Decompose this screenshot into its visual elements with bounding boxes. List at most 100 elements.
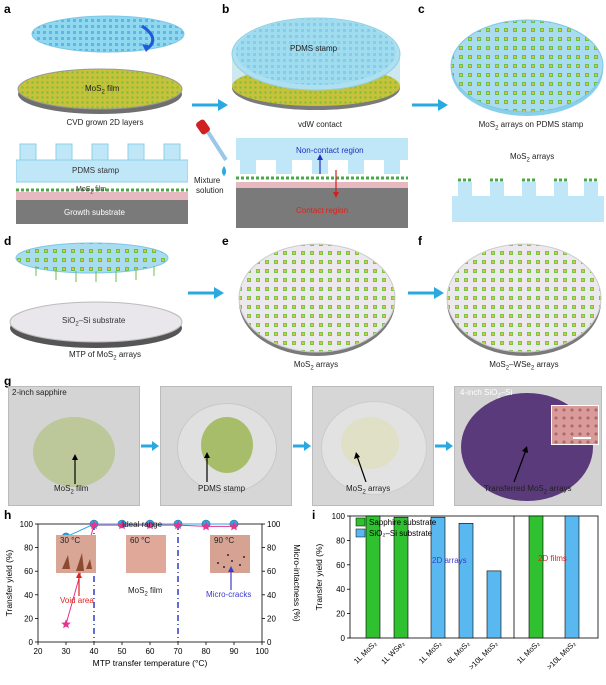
panel-label-e: e bbox=[222, 234, 229, 248]
bar bbox=[486, 570, 502, 639]
panel-b-illustration bbox=[231, 17, 401, 110]
arrow-a-to-b bbox=[192, 99, 228, 111]
series-point-star bbox=[145, 520, 155, 530]
micro-cracks-pointer bbox=[228, 566, 234, 590]
x-tick-label: 70 bbox=[174, 647, 183, 656]
y-tick-label: 20 bbox=[336, 610, 345, 619]
group-label-2d-arrays: 2D arrays bbox=[432, 556, 467, 565]
mixture-label-line2: solution bbox=[196, 186, 224, 195]
plot-frame bbox=[349, 515, 599, 639]
panel-a-stamp-label: PDMS stamp bbox=[95, 4, 143, 13]
y2-tick-label: 80 bbox=[267, 544, 276, 553]
inset-60c bbox=[126, 535, 166, 573]
inset-60c-label: 60 °C bbox=[130, 536, 151, 545]
panel-label-f: f bbox=[418, 234, 422, 248]
bar bbox=[458, 523, 474, 639]
x-tick-label: 1L MoS₂ bbox=[515, 639, 542, 666]
panel-label-i: i bbox=[312, 508, 316, 522]
panel-f-illustration bbox=[446, 243, 602, 356]
photo-pdms-stamp bbox=[160, 386, 292, 506]
panel-d-substrate-label: SiO2–Si substrate bbox=[62, 316, 126, 328]
panel-a-schematic-substrate: Growth substrate bbox=[64, 208, 125, 217]
series-point-star bbox=[89, 520, 99, 530]
x-tick-label: 20 bbox=[34, 647, 43, 656]
x-tick-label: 1L MoS₂ bbox=[352, 639, 379, 666]
panel-b-stamp-label: PDMS stamp bbox=[290, 44, 338, 53]
y2-axis-label: Micro-intactness (%) bbox=[292, 544, 302, 622]
x-tick-label: 40 bbox=[90, 647, 99, 656]
y-tick-label: 100 bbox=[20, 520, 34, 529]
inset-90c bbox=[210, 535, 250, 573]
inset-30c bbox=[56, 535, 96, 573]
panel-c-schematic bbox=[452, 178, 604, 222]
photo1-title: 2-inch sapphire bbox=[12, 388, 67, 397]
arrow-d-to-e bbox=[188, 287, 224, 299]
x-tick-label: 90 bbox=[230, 647, 239, 656]
panel-e-illustration bbox=[238, 243, 396, 356]
micro-cracks-label: Micro-cracks bbox=[206, 590, 252, 599]
series-point-star bbox=[201, 521, 211, 531]
photo2-pointer bbox=[204, 452, 210, 482]
y-axis-label: Transfer yield (%) bbox=[4, 549, 14, 616]
y-tick-label: 60 bbox=[24, 567, 33, 576]
bar bbox=[528, 515, 544, 639]
panel-b-schematic bbox=[236, 138, 408, 228]
y-tick-label: 60 bbox=[336, 561, 345, 570]
photo3-label: MoS2 arrays bbox=[346, 484, 391, 496]
x-tick-label: 100 bbox=[255, 647, 269, 656]
ideal-range-label: Ideal range bbox=[122, 520, 163, 529]
inset-90c-label: 90 °C bbox=[214, 536, 235, 545]
legend-swatch bbox=[355, 528, 366, 538]
y-axis-label: Transfer yield (%) bbox=[314, 543, 324, 610]
series-point-star bbox=[173, 520, 183, 530]
y-tick-label: 80 bbox=[24, 544, 33, 553]
y2-tick-label: 100 bbox=[267, 520, 281, 529]
panel-c-illustration bbox=[450, 19, 604, 116]
photo1-pointer bbox=[72, 454, 78, 484]
x-axis-label: MTP transfer temperature (°C) bbox=[93, 658, 208, 668]
inset-film-label: MoS2 film bbox=[128, 586, 163, 598]
y2-tick-label: 60 bbox=[267, 567, 276, 576]
photo-mos2-arrays-stamp bbox=[312, 386, 434, 506]
panel-c-arrays-label: MoS2 arrays bbox=[510, 152, 555, 164]
legend-swatch bbox=[355, 517, 366, 527]
y-tick-label: 0 bbox=[341, 634, 346, 643]
y-tick-label: 40 bbox=[336, 585, 345, 594]
panel-b-caption: vdW contact bbox=[297, 120, 342, 129]
pipette-icon bbox=[196, 119, 228, 176]
panel-label-b: b bbox=[222, 2, 230, 16]
panel-label-c: c bbox=[418, 2, 425, 16]
bar bbox=[430, 516, 446, 639]
arrow-g1 bbox=[141, 441, 159, 451]
x-tick-label: >10L MoS₂ bbox=[467, 639, 500, 672]
y2-tick-label: 20 bbox=[267, 614, 276, 623]
x-tick-label: 6L MoS₂ bbox=[445, 639, 472, 666]
y-tick-label: 80 bbox=[336, 536, 345, 545]
x-tick-label: 1L MoS₂ bbox=[417, 639, 444, 666]
arrow-g3 bbox=[435, 441, 453, 451]
panel-label-d: d bbox=[4, 234, 12, 248]
x-tick-label: >10L MoS₂ bbox=[545, 639, 578, 672]
panel-label-h: h bbox=[4, 508, 12, 522]
noncontact-region-label: Non-contact region bbox=[296, 146, 364, 155]
panel-d-caption: MTP of MoS2 arrays bbox=[68, 350, 142, 362]
bar bbox=[393, 516, 409, 639]
series-point-star bbox=[117, 520, 127, 530]
panel-a-schematic-stamp: PDMS stamp bbox=[72, 166, 120, 175]
x-tick-label: 50 bbox=[118, 647, 127, 656]
panel-a-schematic bbox=[16, 143, 188, 224]
photo4-title: 4-inch SiO2–Si bbox=[460, 388, 513, 400]
contact-region-label: Contact region bbox=[296, 206, 349, 215]
x-tick-label: 30 bbox=[62, 647, 71, 656]
void-area-label: Void area bbox=[60, 596, 94, 605]
x-tick-label: 60 bbox=[146, 647, 155, 656]
panel-label-g: g bbox=[4, 374, 12, 388]
series-point-star bbox=[61, 619, 71, 629]
photo3-pointer bbox=[354, 452, 367, 482]
panel-a-film-label: MoS2 film bbox=[85, 84, 120, 96]
arrow-g2 bbox=[293, 441, 311, 451]
bar bbox=[365, 515, 381, 639]
arrow-b-to-c bbox=[412, 99, 448, 111]
void-area-pointer bbox=[76, 572, 82, 596]
